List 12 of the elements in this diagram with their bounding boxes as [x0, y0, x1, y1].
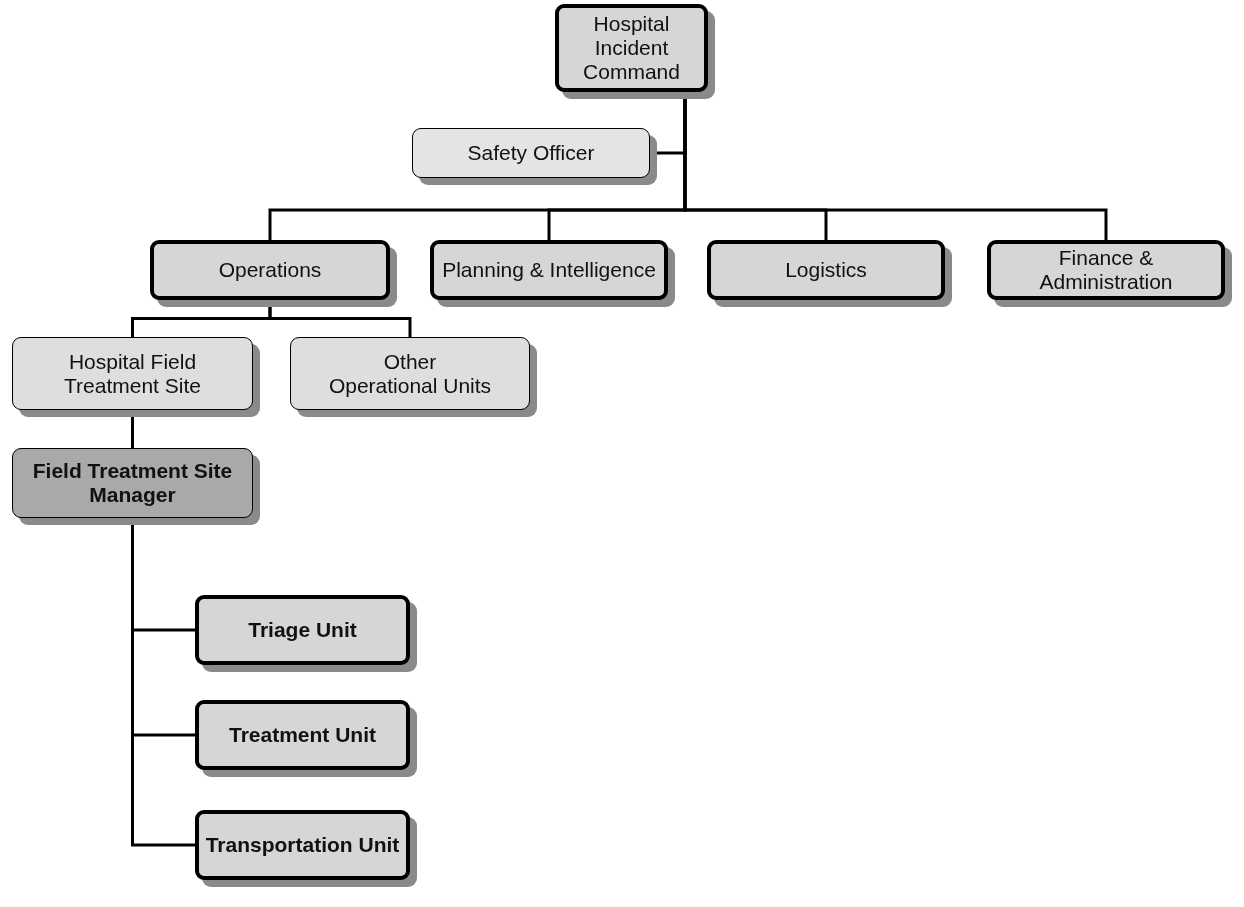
box-label: Operations — [217, 258, 323, 282]
box-label: Treatment Unit — [228, 723, 377, 747]
box-label: Triage Unit — [247, 618, 358, 642]
box-label: Field Treatment Site Manager — [31, 459, 234, 507]
box-label: Transportation Unit — [204, 833, 401, 857]
box-label: Finance & Administration — [1038, 246, 1174, 294]
box-label: Other Operational Units — [327, 349, 493, 398]
box-label: Logistics — [784, 258, 868, 282]
box-label: Planning & Intelligence — [441, 258, 657, 282]
box-label: Hospital Incident Command — [582, 12, 681, 84]
box-label: Hospital Field Treatment Site — [63, 349, 202, 398]
box-label: Safety Officer — [466, 141, 596, 165]
